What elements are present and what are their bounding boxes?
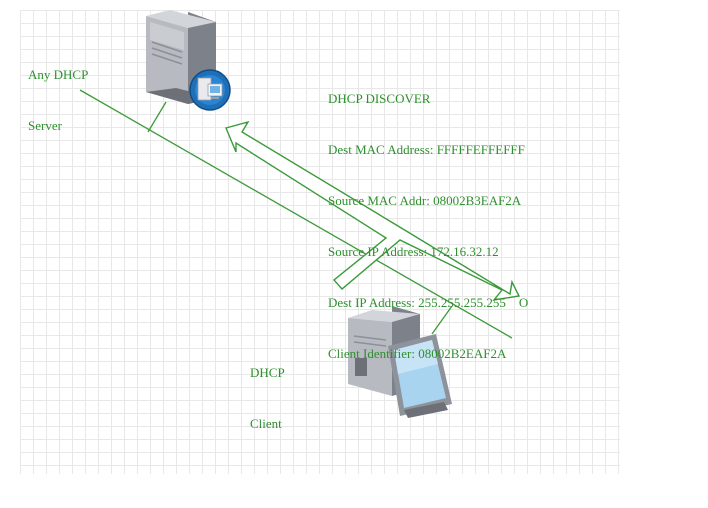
packet-client-id: Client Identifier: 08002B2EAF2A bbox=[328, 346, 507, 361]
client-label-line1: DHCP bbox=[250, 365, 285, 380]
packet-source-mac: Source MAC Addr: 08002B3EAF2A bbox=[328, 193, 522, 208]
packet-info-block: DHCP DISCOVER Dest MAC Address: FFFFFEFF… bbox=[328, 56, 528, 396]
dhcp-badge-icon bbox=[189, 69, 231, 111]
server-label-line2: Server bbox=[28, 118, 62, 133]
client-drop-line bbox=[431, 305, 453, 335]
server-label: Any DHCP Server bbox=[28, 32, 88, 168]
packet-source-ip: Source IP Address: 172.16.32.12 bbox=[328, 244, 499, 259]
server-drop-line bbox=[147, 101, 167, 133]
packet-title: DHCP DISCOVER bbox=[328, 91, 431, 106]
grid-background bbox=[20, 10, 620, 474]
network-segment-line bbox=[79, 89, 513, 339]
client-label: DHCP Client bbox=[250, 330, 285, 466]
desktop-computer-icon bbox=[348, 306, 452, 418]
server-label-line1: Any DHCP bbox=[28, 67, 89, 82]
broadcast-double-arrow bbox=[225, 120, 521, 301]
packet-dest-ip: Dest IP Address: 255.255.255.255 O bbox=[328, 295, 529, 310]
client-label-line2: Client bbox=[250, 416, 282, 431]
packet-dest-mac: Dest MAC Address: FFFFFEFFEFFF bbox=[328, 142, 525, 157]
